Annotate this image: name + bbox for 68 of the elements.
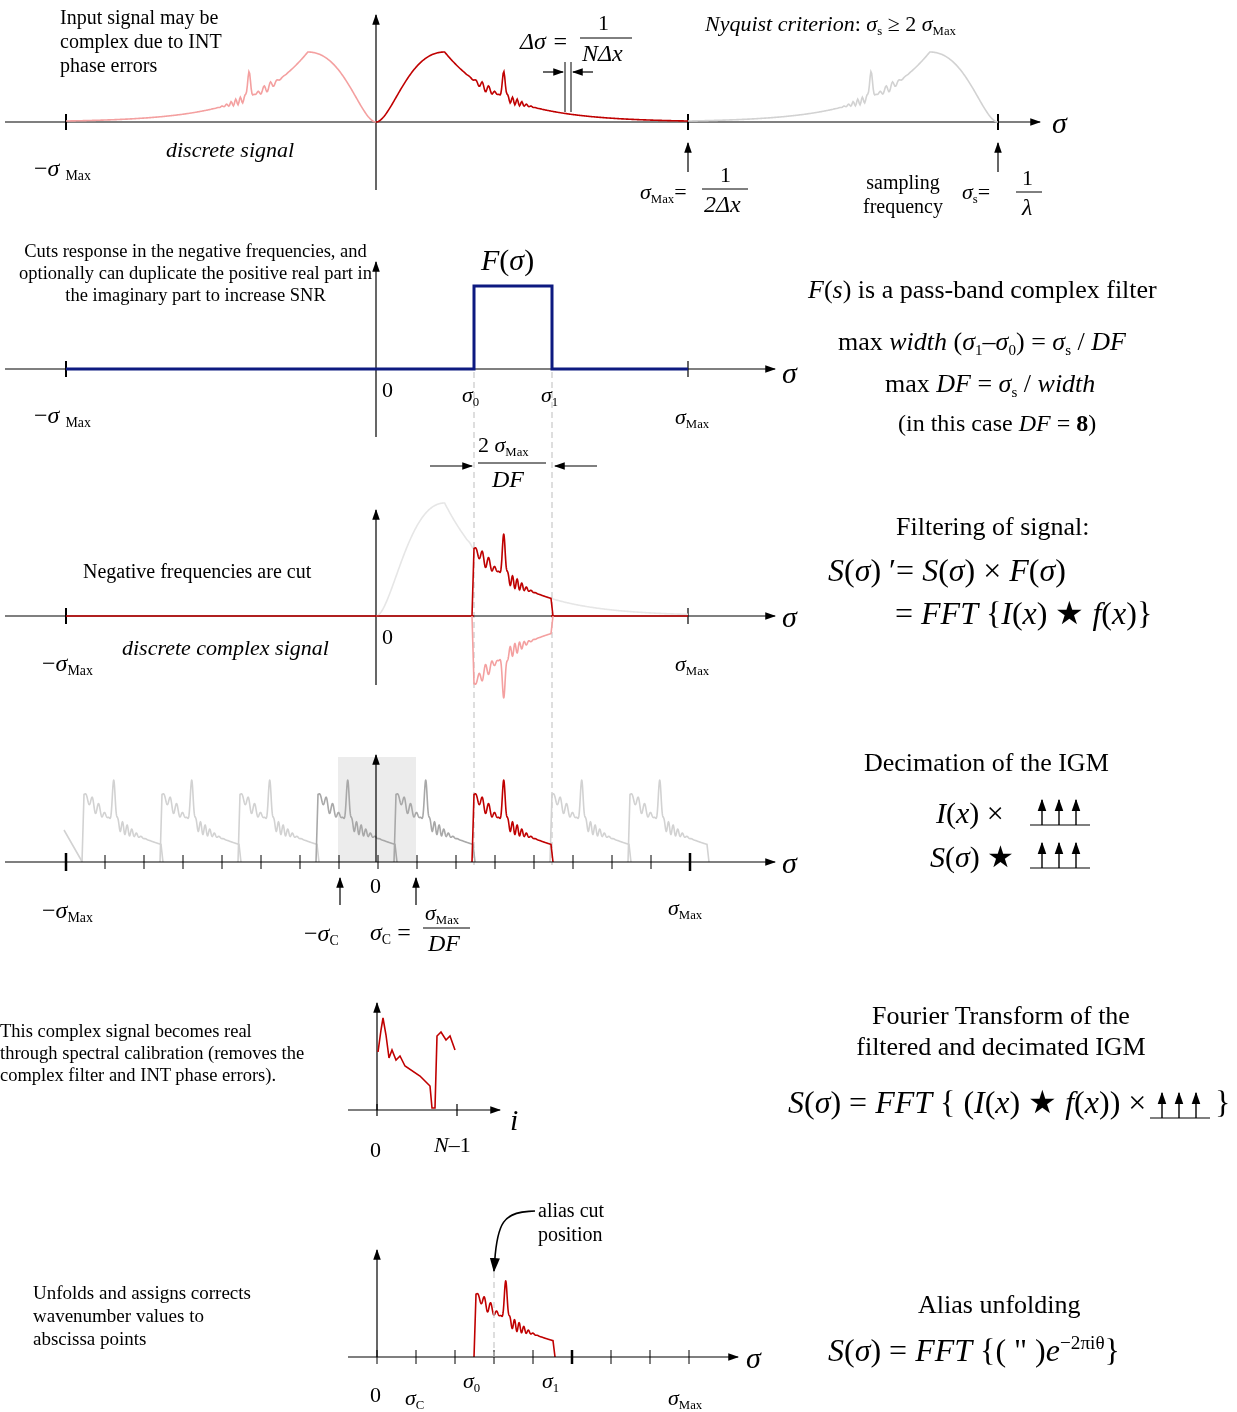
leader-arrow: [489, 1210, 536, 1273]
annotation-text: discrete signal: [166, 138, 295, 163]
math-label: σ$_{s}$=: [962, 180, 991, 205]
math-label: λ: [1022, 194, 1033, 221]
annotation-text: discrete complex signal: [122, 636, 329, 661]
tick-label: −σ$_{Max}$: [42, 897, 93, 924]
tick-label: σ$_{Max}$=: [640, 180, 687, 205]
heading-text: Decimation of the IGM: [864, 748, 1109, 778]
math-label: Δσ =: [520, 28, 569, 55]
tick-label: σ$_{1}$: [541, 383, 559, 408]
tick-label: σ$_{Max}$: [675, 652, 710, 677]
math-label: DF: [492, 466, 524, 493]
math-label: 1: [598, 11, 609, 36]
tick-label: σ$_{0}$: [462, 383, 480, 408]
annotation-text: Unfolds and assigns corrects wavenumber values to abscissa points: [33, 1282, 252, 1351]
math-label: NΔx: [582, 40, 623, 67]
heading-text: Filtering of signal:: [896, 512, 1090, 542]
tick-label: σ$_{Max}$: [668, 896, 703, 921]
math-label: S(σ) = FFT {( " )e$^{−2πiθ}$}: [828, 1333, 1120, 1369]
heading-text: Alias unfolding: [918, 1290, 1081, 1320]
alias-cut-line: [491, 1272, 497, 1357]
annotation-text: Nyquist criterion: σ$_{s}$ ≥ 2 σ$_{Max}$: [705, 12, 956, 37]
tick-label: σ$_{C}$: [405, 1386, 425, 1411]
tick-label: 0: [382, 378, 393, 403]
tick-label: −σ$_{Max}$: [42, 650, 93, 677]
tick-label: σ$_{C}$ =: [370, 919, 411, 946]
axis-label: σ: [782, 846, 797, 880]
annotation-text: Negative frequencies are cut: [83, 560, 312, 583]
tick-label: σ$_{0}$: [463, 1369, 481, 1394]
annotation-text: Cuts response in the negative frequencies, and optionally can duplicate the positive real part in the imaginary part to increase SNR: [18, 240, 373, 307]
tick-label: σ$_{1}$: [542, 1369, 560, 1394]
math-label: DF: [428, 930, 460, 957]
annotation-text: Input signal may be complex due to INT phase errors: [60, 5, 223, 77]
axis-label: i: [510, 1103, 519, 1137]
math-label: max DF = σ$_{s}$ / width: [885, 369, 1096, 399]
axis-label: σ: [782, 356, 797, 390]
math-label: 1: [1022, 166, 1033, 191]
math-label: F(σ): [481, 243, 535, 277]
annotation-text: sampling frequency: [862, 170, 944, 218]
math-label: S(σ) ★: [930, 840, 1015, 874]
tick-label: 0: [370, 874, 381, 899]
math-label: S(σ) = FFT { (I(x) ★ f(x)) ×: [788, 1085, 1147, 1121]
math-label: max width (σ$_{1}$–σ$_{0}$) = σ$_{s}$ / DF: [838, 327, 1126, 357]
math-label: = FFT {I(x) ★ f(x)}: [895, 596, 1153, 632]
math-label: }: [1215, 1085, 1231, 1121]
tick-label: σ$_{Max}$: [668, 1386, 703, 1411]
math-label: S(σ) ′= S(σ) × F(σ): [828, 553, 1066, 589]
tick-label: 0: [370, 1138, 381, 1163]
tick-label: 0: [382, 625, 393, 650]
tick-label: 0: [370, 1383, 381, 1408]
math-label: σ$_{Max}$: [425, 901, 460, 926]
heading-text: Fourier Transform of the filtered and decimated IGM: [855, 1000, 1147, 1063]
heading-text: F(s) is a pass-band complex filter: [808, 275, 1157, 305]
tick-label: N–1: [434, 1133, 471, 1158]
tick-label: σ$_{Max}$: [675, 405, 710, 430]
annotation-text: This complex signal becomes real through spectral calibration (removes the complex filter and INT phase errors).: [0, 1020, 306, 1087]
tick-label: −σ $_{Max}$: [34, 155, 91, 182]
math-label: I(x) ×: [936, 796, 1004, 830]
tick-label: −σ $_{Max}$: [34, 402, 91, 429]
tick-label: −σ$_{C}$: [304, 920, 339, 947]
callout-text: alias cut position: [538, 1198, 628, 1246]
math-label: (in this case DF = 8): [898, 410, 1097, 437]
math-label: 2Δx: [704, 191, 741, 218]
axis-label: σ: [746, 1341, 761, 1375]
math-label: 2 σ$_{Max}$: [478, 433, 529, 458]
axis-label: σ: [782, 600, 797, 634]
math-label: 1: [720, 163, 731, 188]
axis-label: σ: [1052, 106, 1067, 140]
